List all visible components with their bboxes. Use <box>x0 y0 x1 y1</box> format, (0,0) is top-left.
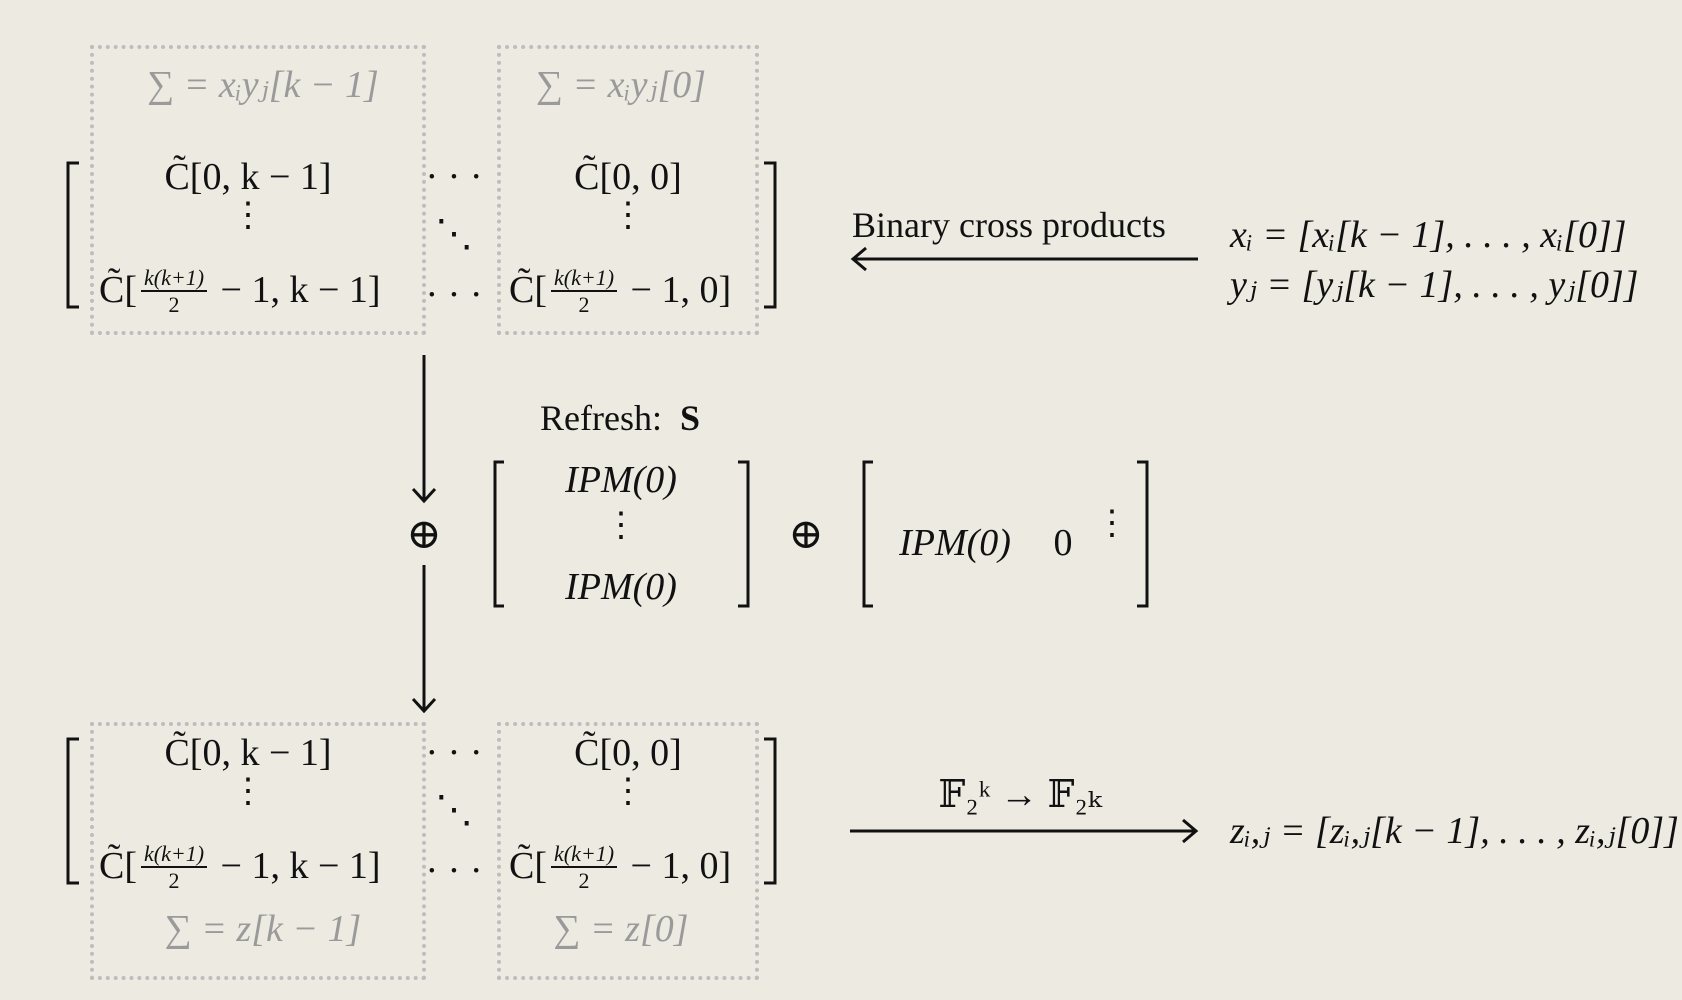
top-right-fraction: k(k+1)2 <box>551 266 618 316</box>
bottom-left-sum: ∑ = z[k − 1] <box>164 908 362 950</box>
bottom-matrix-right-bracket <box>764 737 777 885</box>
bottom-entry-last-k-1: C̃[k(k+1)2 − 1, k − 1] <box>99 841 381 894</box>
refresh-row-right-bracket <box>1137 460 1149 608</box>
top-left-fraction: k(k+1)2 <box>141 266 208 316</box>
y-vector: yⱼ = [yⱼ[k − 1], . . . , yⱼ[0]] <box>1230 264 1639 306</box>
refresh-row-zero: 0 <box>1053 522 1073 564</box>
bottom-entry-0-0: C̃[0, 0] <box>574 732 682 774</box>
top-matrix-left-bracket <box>66 161 79 309</box>
bottom-vdots-right: ⋮ <box>611 773 645 810</box>
cross-products-arrow-head <box>850 246 867 272</box>
top-hdots-3: · · · <box>425 274 483 316</box>
refresh-row-left-bracket <box>862 460 873 608</box>
bottom-matrix-left-bracket <box>66 737 79 885</box>
x-vector: xᵢ = [xᵢ[k − 1], . . . , xᵢ[0]] <box>1230 214 1627 256</box>
top-right-column-box <box>497 45 759 335</box>
top-hdots-1: · · · <box>425 156 483 198</box>
top-matrix-right-bracket <box>764 161 777 309</box>
top-left-column-box <box>90 45 426 335</box>
bottom-ddots: ⋱ <box>435 789 473 831</box>
field-map-label: 𝔽₂ᵏ → 𝔽₂ₖ <box>938 774 1102 816</box>
output-arrow-head <box>1182 818 1199 844</box>
xor-operator-left: ⊕ <box>406 512 442 558</box>
bottom-left-column-box <box>90 722 426 980</box>
refresh-col-vdots: ⋮ <box>604 507 638 544</box>
xor-operator-right: ⊕ <box>788 512 824 558</box>
top-right-sum: ∑ = xᵢyⱼ[0] <box>535 64 707 106</box>
refresh-label: Refresh: S <box>540 398 700 438</box>
down-arrow-bottom-head <box>411 697 437 714</box>
cross-products-label: Binary cross products <box>852 205 1166 245</box>
bottom-right-column-box <box>497 722 759 980</box>
top-vdots-left: ⋮ <box>231 197 265 234</box>
refresh-row-vdots: ⋮ <box>1095 505 1129 542</box>
top-entry-0-0: C̃[0, 0] <box>574 156 682 198</box>
bottom-hdots-1: · · · <box>425 732 483 774</box>
top-entry-last-0: C̃[k(k+1)2 − 1, 0] <box>509 265 732 318</box>
bottom-hdots-3: · · · <box>425 850 483 892</box>
top-ddots: ⋱ <box>435 213 473 255</box>
top-entry-0-k-1: C̃[0, k − 1] <box>164 156 332 198</box>
refresh-col-top: IPM(0) <box>565 459 677 501</box>
refresh-col-right-bracket <box>738 460 750 608</box>
bottom-vdots-left: ⋮ <box>231 773 265 810</box>
z-vector: zᵢ,ⱼ = [zᵢ,ⱼ[k − 1], . . . , zᵢ,ⱼ[0]] <box>1230 810 1679 852</box>
refresh-row-ipm: IPM(0) <box>899 522 1011 564</box>
bottom-entry-0-k-1: C̃[0, k − 1] <box>164 732 332 774</box>
bottom-right-sum: ∑ = z[0] <box>553 908 689 950</box>
top-vdots-right: ⋮ <box>611 197 645 234</box>
top-entry-last-k-1: C̃[k(k+1)2 − 1, k − 1] <box>99 265 381 318</box>
bottom-right-fraction: k(k+1)2 <box>551 842 618 892</box>
bottom-left-fraction: k(k+1)2 <box>141 842 208 892</box>
bottom-entry-last-0: C̃[k(k+1)2 − 1, 0] <box>509 841 732 894</box>
refresh-col-left-bracket <box>493 460 504 608</box>
down-arrow-top-head <box>411 487 437 504</box>
top-left-sum: ∑ = xᵢyⱼ[k − 1] <box>147 64 379 106</box>
refresh-col-bottom: IPM(0) <box>565 566 677 608</box>
